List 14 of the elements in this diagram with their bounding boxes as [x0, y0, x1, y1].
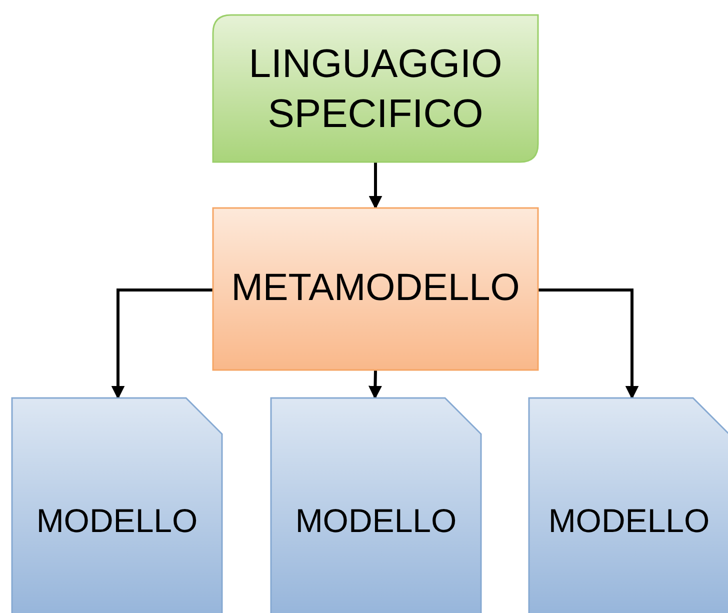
process-box [213, 208, 538, 370]
node-label: MODELLO [295, 500, 457, 541]
node-label: MODELLO [36, 500, 198, 541]
document-shape [271, 398, 481, 613]
document-shape [529, 398, 728, 613]
language-box [213, 15, 538, 162]
arrow [368, 162, 382, 210]
arrow [538, 288, 639, 400]
arrow [111, 288, 213, 400]
node-label: LINGUAGGIO SPECIFICO [248, 40, 504, 138]
node-label: MODELLO [548, 500, 710, 541]
node-label: METAMODELLO [231, 266, 520, 312]
arrow [368, 370, 382, 400]
document-shape [12, 398, 222, 613]
